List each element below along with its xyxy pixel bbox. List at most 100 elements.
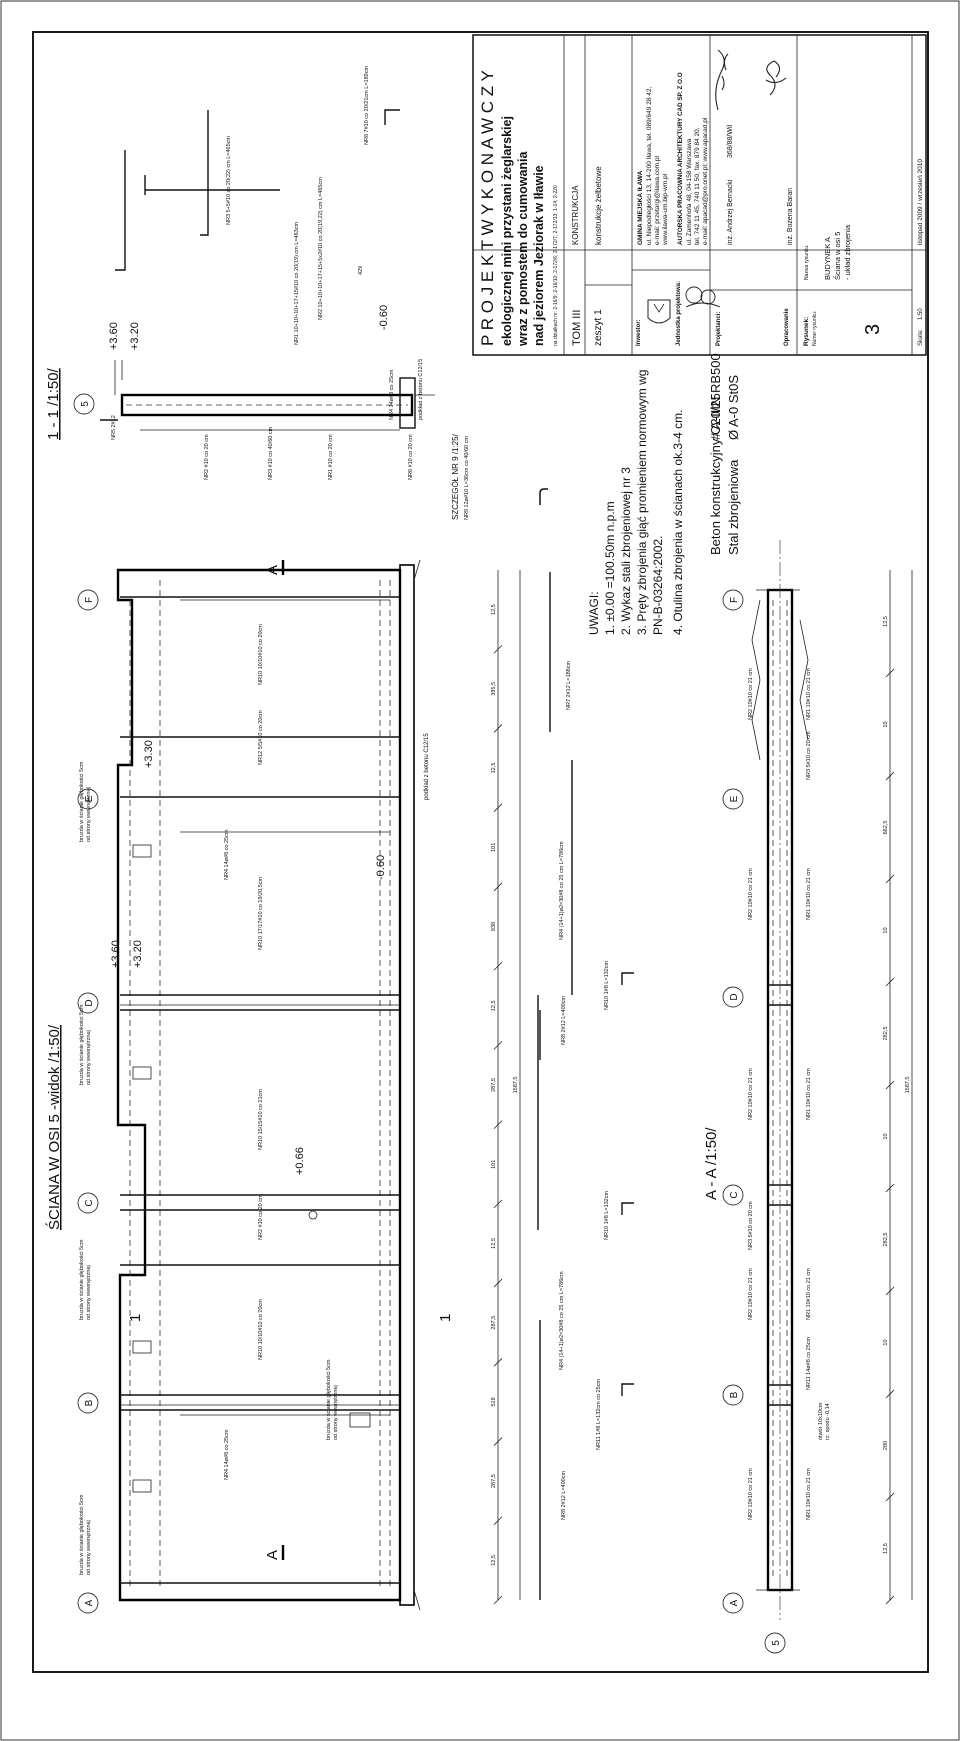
unit-label: Jednostka projektowa: bbox=[676, 281, 682, 346]
city-crest-icon bbox=[647, 299, 671, 324]
material-concrete: Beton konstrukcyjny C20/25 bbox=[708, 393, 723, 555]
bar-shapes bbox=[100, 109, 400, 421]
plan-bar-nr2e: NR2 10#10 co 21 cm bbox=[748, 668, 754, 720]
plan-axis-bubble-a bbox=[722, 1592, 744, 1614]
elevation-dim-1: 287,5 bbox=[491, 1474, 497, 1488]
project-title-1: ekologicznej mini przystani żeglarskiej bbox=[500, 116, 514, 346]
schedule-nr8: NR8 2#12 L=400cm bbox=[561, 996, 567, 1045]
groove-note-3b: od strony wewnętrznej bbox=[86, 1265, 92, 1320]
unit-line-1: ul. Zamenhofa 48, 04-158 Warszawa bbox=[686, 138, 693, 245]
elevation-axis-bubble-f bbox=[77, 589, 99, 611]
unit-line-3: e-mail: apacad@pro.onet.pl; www.apacad.p… bbox=[702, 117, 709, 245]
bar-shape-nr8: NR8 7#10 co 20/21cm L=189cm bbox=[364, 66, 370, 145]
elevation-title: ŚCIANA W OSI 5 -widok /1:50/ bbox=[45, 1024, 63, 1230]
notes-block: UWAGI: 1. ±0.00 =100.50m n.p.m 2. Wykaz … bbox=[587, 370, 685, 635]
elevation-tick-0 bbox=[493, 1595, 503, 1605]
elevation-tick-1 bbox=[493, 1516, 503, 1526]
plan-axis-5-label: 5 bbox=[771, 1640, 782, 1646]
level-high: +3.30 bbox=[143, 740, 155, 768]
scale-label: Skala: bbox=[918, 329, 924, 346]
plan-dim-8: 10 bbox=[883, 721, 889, 727]
note-1: 1. ±0.00 =100.50m n.p.m bbox=[603, 501, 617, 635]
elev-bar-2: NR12 5/5#10 co 20cm bbox=[258, 710, 264, 765]
section-bar-nr4: NR4 14ø#8 co 25cm bbox=[389, 369, 395, 420]
cut-mark-a-left: A bbox=[264, 1550, 281, 1560]
elevation-view bbox=[116, 559, 421, 1611]
elevation-dim-7: 12,5 bbox=[491, 1000, 497, 1011]
elevation-tick-9 bbox=[493, 882, 503, 892]
plan-tick-3 bbox=[885, 1286, 895, 1296]
plan-axis-label-a: A bbox=[729, 1599, 740, 1606]
drawing-name-label: Nazwa rysunku: bbox=[804, 244, 810, 280]
section-level-mid: +3.20 bbox=[129, 322, 141, 350]
section-aa-plan bbox=[751, 540, 809, 1620]
elevation-dim-5: 101 bbox=[491, 1160, 497, 1169]
elevation-axis-label-d: D bbox=[84, 999, 95, 1006]
plan-bar-nr1d: NR1 10#10 co 21 cm bbox=[806, 868, 812, 920]
elevation-tick-7 bbox=[493, 1041, 503, 1050]
elev-bar-1: NR10 10/10#10 co 20cm bbox=[258, 624, 264, 685]
section-bar-nr1: NR1 #10 co 20 cm bbox=[328, 434, 334, 480]
elev-bar-4: NR10 17/17#10 co 19/20,5cm bbox=[258, 877, 264, 950]
elev-bar-nr12a: NR2 #10 co 20 cm bbox=[258, 1194, 264, 1240]
plan-tick-6 bbox=[885, 977, 895, 987]
prepared-label: Opracowanie bbox=[784, 308, 790, 346]
plan-axis-label-c: C bbox=[729, 1191, 740, 1198]
elevation-dim-2: 519 bbox=[491, 1397, 497, 1406]
plan-dim-1: 280 bbox=[883, 1441, 889, 1450]
materials-block: Beton konstrukcyjny C20/25 Stal zbrojeni… bbox=[708, 353, 741, 555]
scale-value: 1:50 bbox=[918, 308, 924, 320]
section-level-bottom: -0.60 bbox=[378, 305, 390, 330]
plan-bar-nr2d: NR2 10#10 co 21 cm bbox=[748, 868, 754, 920]
groove-note-5b: od strony wewnętrznej bbox=[333, 1385, 339, 1440]
plan-bar-nr2a: NR2 10#10 co 21 cm bbox=[748, 1468, 754, 1520]
level-mid: +3.20 bbox=[132, 940, 144, 968]
section-bar-nr6: NR6 #10 co 20 cm bbox=[408, 434, 414, 480]
investor-label: Inwestor: bbox=[636, 319, 642, 346]
elevation-tick-12 bbox=[493, 644, 503, 654]
notes-title: UWAGI: bbox=[587, 591, 601, 635]
material-steel-sec: Ø A-0 St0S bbox=[726, 375, 741, 440]
plan-dim-9: 12,5 bbox=[883, 616, 889, 627]
drawing-date: listopad 2009 / wrzesień 2010 bbox=[917, 159, 924, 245]
plan-tick-4 bbox=[885, 1183, 895, 1193]
plan-axis-label-d: D bbox=[729, 993, 740, 1000]
section-1-1-axis-label: 5 bbox=[80, 401, 91, 407]
drawing-name-2: Ściana w osi 5 bbox=[833, 232, 842, 280]
elevation-axis-label-f: F bbox=[84, 597, 95, 603]
studio-logo-icon bbox=[685, 286, 721, 308]
elevation-axis-bubble-b bbox=[77, 1392, 99, 1414]
designer-signature bbox=[715, 49, 729, 111]
schedule-nr11: NR11 1#8 L=132cm co 25cm bbox=[596, 1379, 602, 1450]
drawing-label: Rysunek: bbox=[803, 317, 810, 346]
groove-note-4b: od strony wewnętrznej bbox=[86, 1520, 92, 1575]
plan-bar-nr1e: NR1 10#10 co 21 cm bbox=[806, 668, 812, 720]
zeszyt-label: zeszyt 1 bbox=[593, 309, 604, 346]
elevation-dim-6: 287,5 bbox=[491, 1078, 497, 1092]
level-top: +3.60 bbox=[110, 940, 122, 968]
designer-name: inż. Andrzej Bernacki bbox=[727, 179, 734, 245]
detail-bar-label: NR9 12ø#10 L=36cm co 40/60 cm bbox=[464, 436, 470, 520]
plan-axis-label-b: B bbox=[729, 1391, 740, 1398]
project-title-2: wraz z pomostem do cumowania bbox=[516, 150, 530, 347]
sheet-border bbox=[32, 31, 929, 1673]
elevation-tick-3 bbox=[493, 1358, 503, 1367]
schedule-nr10a: NR10 1#8 L=132cm bbox=[604, 961, 610, 1010]
section-11-title: 1 - 1 /1:50/ bbox=[45, 367, 62, 440]
groove-note-3: bruzda w ścianie głębokości 5cm bbox=[79, 1239, 85, 1320]
plan-bar-nr1c: NR1 10#10 co 21 cm bbox=[806, 1068, 812, 1120]
level-bottom: -0.60 bbox=[375, 855, 387, 880]
designers-label: Projektanci: bbox=[716, 312, 722, 346]
bar-shape-nr1: NR1 10+10+10+17+15#10 co 20(19) cm L=463… bbox=[294, 222, 300, 345]
elevation-dim-4: 12,5 bbox=[491, 1238, 497, 1249]
bar-schedule bbox=[537, 572, 634, 1600]
bar-shape-nr3: NR3 5+5#10 co 20(22) cm L=465cm bbox=[226, 136, 232, 225]
elevation-dim-0: 12,5 bbox=[491, 1555, 497, 1566]
cut-mark-a-right: A bbox=[264, 565, 281, 575]
schedule-nr8b: NR8 2#12 L=400cm bbox=[561, 1471, 567, 1520]
plan-bar-nr2b: NR2 10#10 co 21 cm bbox=[748, 1268, 754, 1320]
elevation-tick-6 bbox=[493, 1120, 503, 1129]
plan-tick-7 bbox=[885, 874, 895, 884]
plan-tick-2 bbox=[885, 1389, 895, 1399]
